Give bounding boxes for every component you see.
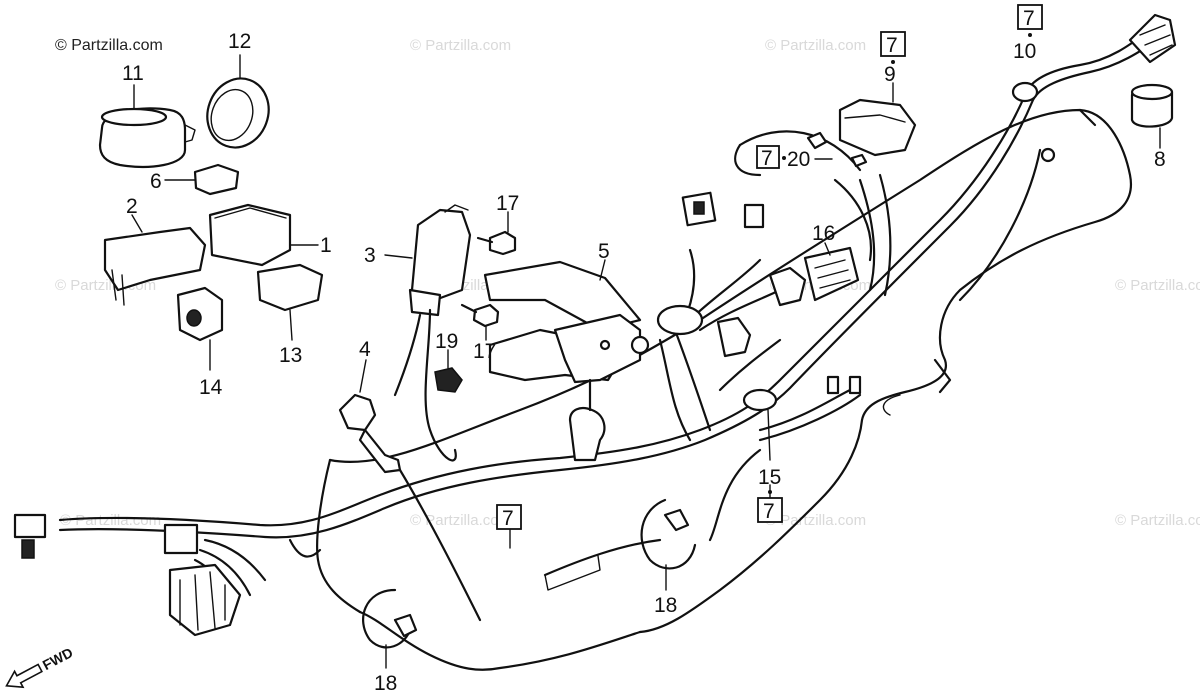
callout-16: 16 [812,222,835,245]
part-18-bands [362,498,697,669]
connector-left-pins [21,539,35,559]
boxed-ref-7: 7 [761,147,773,170]
part-8-cap [1130,83,1174,149]
part-17-screws [460,211,517,341]
watermark: © Partzilla.com [410,512,511,529]
part-2-cover [103,214,207,306]
watermark: © Partzilla.com [1115,277,1200,294]
callout-17: 17 [496,192,519,215]
part-19-clip [434,349,463,393]
part-1-unit [208,203,319,267]
callout-19: 19 [435,330,458,353]
watermark: © Partzilla.com [410,37,511,54]
callout-10: 10 [1013,40,1036,63]
callout-9: 9 [884,63,896,86]
part-3-coil [384,204,472,462]
boxed-ref-7: 7 [886,34,898,57]
callout-5: 5 [598,240,610,263]
connector-right [1128,13,1177,64]
part-13-relay [256,263,324,341]
callout-15: 15 [758,466,781,489]
callout-4: 4 [359,338,371,361]
part-16-label [803,242,860,302]
watermark: © Partzilla.com [765,512,866,529]
part-11-cylinder [98,84,196,168]
part-5-bracket [483,259,650,462]
boxed-ref-box [756,145,780,169]
boxed-ref-7: 7 [1023,7,1035,30]
callout-2: 2 [126,195,138,218]
boxed-ref-7: 7 [763,500,775,523]
callout-11: 11 [122,62,144,85]
grommet [656,304,704,336]
watermark: © Partzilla.com [60,512,161,529]
boxed-ref-box [496,504,522,530]
part-9-unit [806,82,917,168]
boxed-ref-box [880,31,906,57]
part-14-grommet [176,286,224,371]
callout-6: 6 [150,170,162,193]
boxed-ref-box [1017,4,1043,30]
callout-1: 1 [320,234,332,257]
grommet-upper [1011,81,1039,103]
callout-17: 17 [473,340,496,363]
callout-14: 14 [199,376,223,399]
fwd-arrow-icon [5,663,43,689]
part-15-grommet [767,409,771,461]
fwd-arrow: FWD [5,644,76,689]
harness-connectors [13,13,1177,637]
frame-body [316,108,1133,671]
connector-lower [716,316,752,358]
connector-cluster [168,563,242,637]
boxed-references: 7 7 7 7 7 [496,4,1043,530]
part-6 [164,163,240,196]
callout-18: 18 [654,594,677,617]
callout-18: 18 [374,672,397,695]
callout-3: 3 [364,244,376,267]
callout-labels: 11 12 6 2 1 13 14 3 4 17 17 19 5 16 20 9… [122,30,1166,695]
part-4-plug-cap [338,359,402,474]
connector-small [743,203,765,229]
callout-8: 8 [1154,148,1166,171]
connector-block [163,523,199,555]
fwd-label: FWD [40,644,76,673]
grommet-lower [742,388,778,412]
boxed-ref-7: 7 [502,507,514,530]
callout-13: 13 [279,344,302,367]
boxed-ref-box [757,497,783,523]
watermark: © Partzilla.com [765,37,866,54]
callout-20: 20 [787,148,810,171]
connector-mid [768,266,807,307]
watermark: © Partzilla.com [1115,512,1200,529]
connector-left [13,513,47,539]
callout-12: 12 [228,30,251,53]
copyright-text: © Partzilla.com [55,37,163,54]
part-12-band [206,54,270,149]
